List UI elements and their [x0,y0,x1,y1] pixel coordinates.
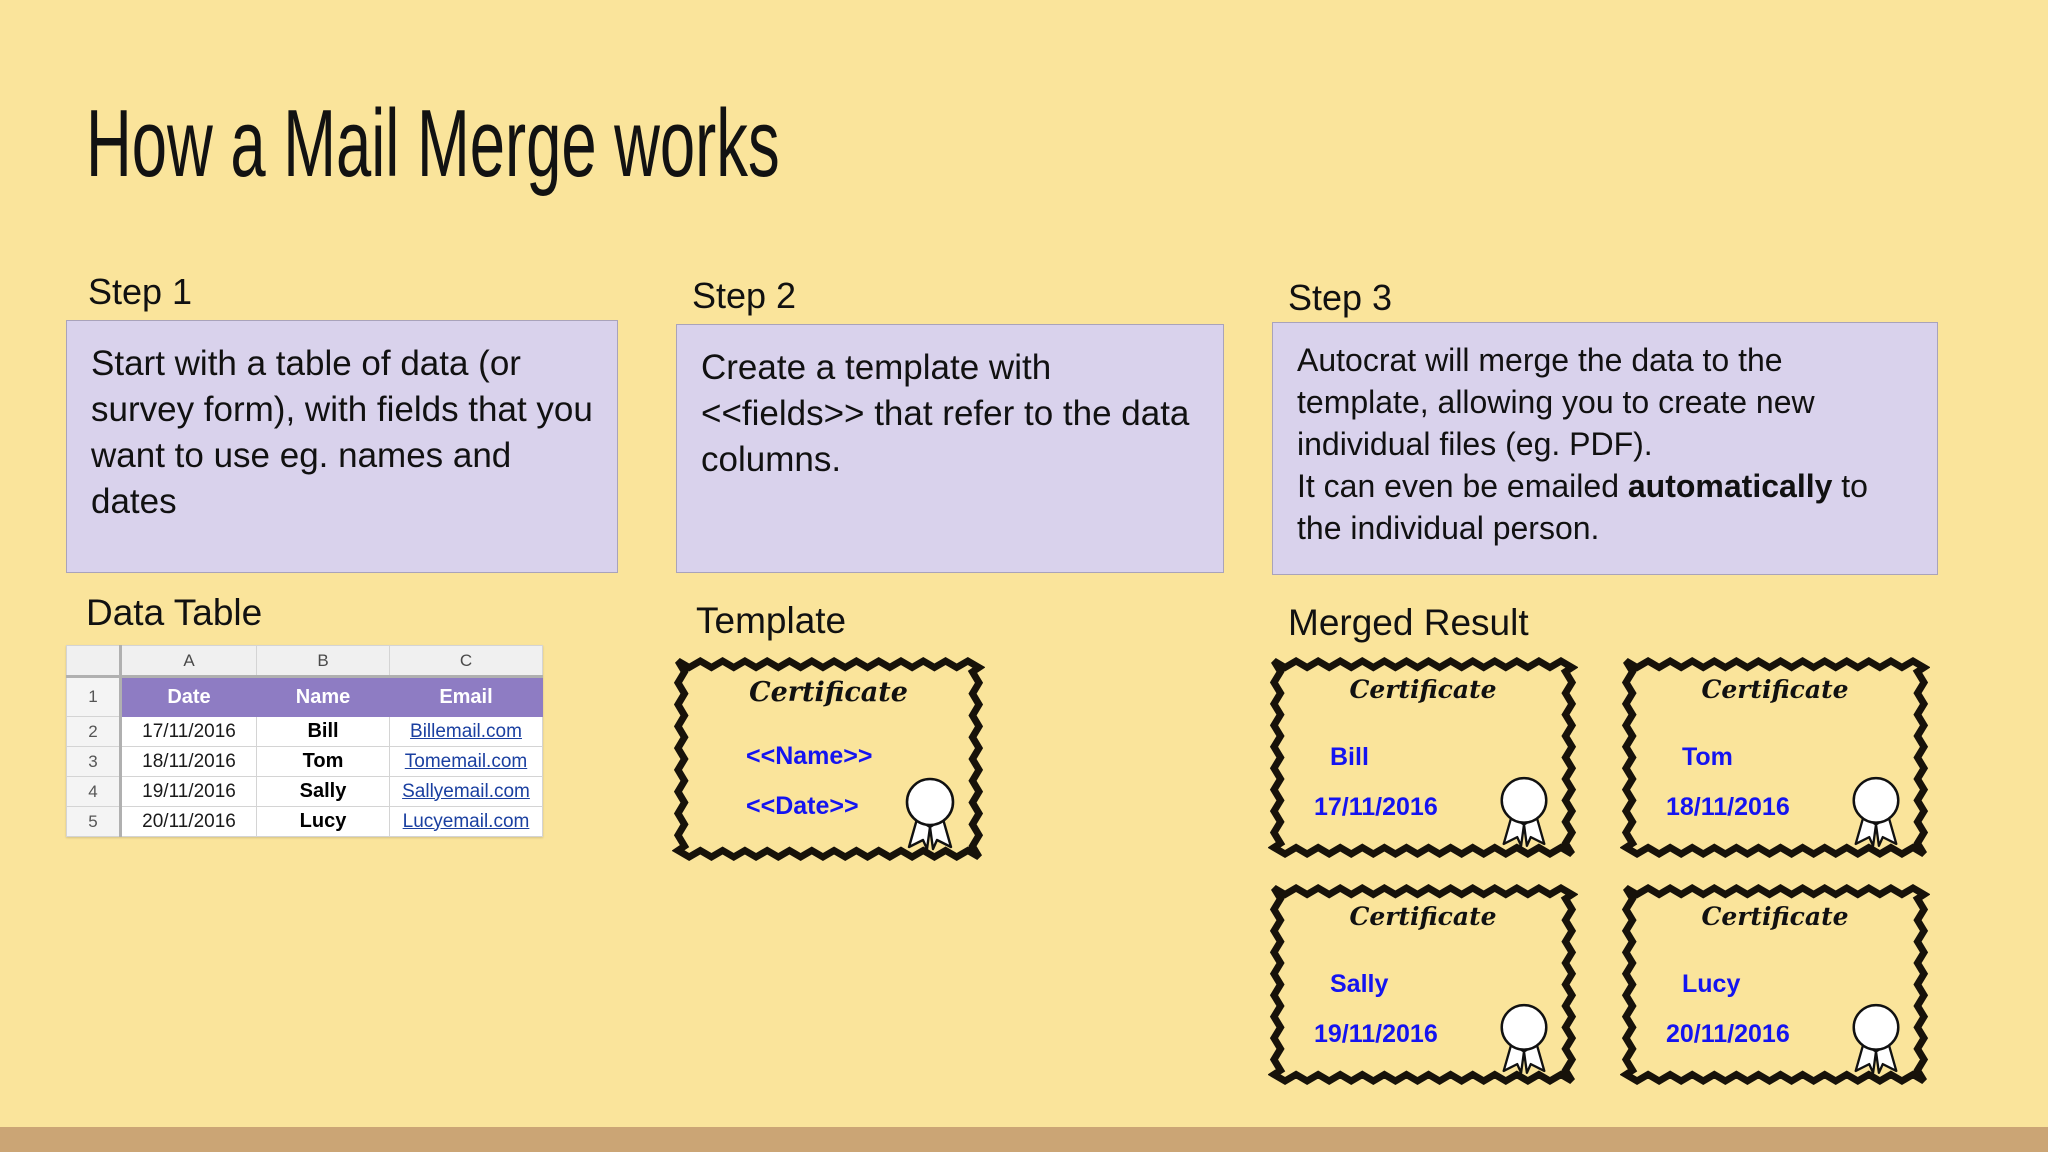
merged-certificate-bill[interactable]: Certificate Bill 17/11/2016 [1268,655,1578,860]
merged-certificate-lucy[interactable]: Certificate Lucy 20/11/2016 [1620,882,1930,1087]
cell-date[interactable]: 19/11/2016 [120,776,257,807]
table-column-header-row: A B C [66,645,543,678]
certificate-date-field: 20/11/2016 [1666,1020,1790,1048]
table-row: 2 17/11/2016 Bill Billemail.com [66,716,543,747]
header-cell-name[interactable]: Name [256,676,390,717]
row-header-5[interactable]: 5 [66,806,122,837]
data-table-label: Data Table [86,592,263,633]
cell-email[interactable]: Sallyemail.com [389,776,543,807]
certificate-name-field: <<Name>> [746,742,873,770]
certificate-title: Certificate [1701,675,1849,704]
certificate-date-field: <<Date>> [746,792,859,820]
row-header-1[interactable]: 1 [66,676,122,717]
award-rosette-icon [1500,776,1548,847]
cell-email[interactable]: Tomemail.com [389,746,543,777]
certificate-name-field: Tom [1682,743,1733,771]
certificate-zigzag-border-icon [1620,656,1930,859]
step-3-line-2a: It can even be emailed [1297,468,1628,504]
step-3-emphasis: automatically [1627,468,1833,504]
header-cell-email[interactable]: Email [389,676,543,717]
certificate-zigzag-border-icon [1268,656,1578,859]
footer-bar [0,1127,2048,1152]
cell-date[interactable]: 17/11/2016 [120,716,257,747]
table-row: 4 19/11/2016 Sally Sallyemail.com [66,776,543,807]
step-2-description-box: Create a template with <<fields>> that r… [676,324,1224,573]
certificate-date-field: 19/11/2016 [1314,1020,1438,1048]
certificate-title: Certificate [1349,902,1497,931]
step-3-label: Step 3 [1288,277,1393,318]
certificate-name-field: Bill [1330,743,1369,771]
cell-name[interactable]: Sally [256,776,390,807]
award-rosette-icon [1852,1003,1900,1074]
column-header-c[interactable]: C [389,645,543,678]
cell-email[interactable]: Lucyemail.com [389,806,543,837]
table-row: 1 Date Name Email [66,676,543,717]
award-rosette-icon [1852,776,1900,847]
certificate-name-field: Lucy [1682,970,1741,998]
certificate-title: Certificate [749,677,908,708]
certificate-date-field: 17/11/2016 [1314,793,1438,821]
cell-name[interactable]: Lucy [256,806,390,837]
cell-name[interactable]: Bill [256,716,390,747]
template-certificate[interactable]: Certificate <<Name>> <<Date>> [672,655,985,863]
template-label: Template [696,600,847,641]
certificate-zigzag-border-icon [1268,883,1578,1086]
table-row: 3 18/11/2016 Tom Tomemail.com [66,746,543,777]
cell-name[interactable]: Tom [256,746,390,777]
table-row: 5 20/11/2016 Lucy Lucyemail.com [66,806,543,837]
page-title: How a Mail Merge works [86,90,780,197]
row-header-2[interactable]: 2 [66,716,122,747]
sheet-corner-cell[interactable] [66,645,122,678]
step-3-description-box: Autocrat will merge the data to the temp… [1272,322,1938,575]
award-rosette-icon [1500,1003,1548,1074]
data-table[interactable]: A B C 1 Date Name Email 2 17/11/2016 Bil… [66,645,543,837]
step-1-description-box: Start with a table of data (or survey fo… [66,320,618,573]
certificate-title: Certificate [1701,902,1849,931]
award-rosette-icon [905,777,955,851]
step-3-line-1: Autocrat will merge the data to the temp… [1297,342,1815,462]
row-header-3[interactable]: 3 [66,746,122,777]
cell-date[interactable]: 18/11/2016 [120,746,257,777]
certificate-date-field: 18/11/2016 [1666,793,1790,821]
certificate-zigzag-border-icon [1620,883,1930,1086]
step-1-label: Step 1 [88,271,193,312]
certificate-name-field: Sally [1330,970,1389,998]
column-header-b[interactable]: B [256,645,390,678]
row-header-4[interactable]: 4 [66,776,122,807]
merged-result-label: Merged Result [1288,602,1529,643]
cell-date[interactable]: 20/11/2016 [120,806,257,837]
step-3-line-2b: to the individual person. [1297,468,1868,546]
column-header-a[interactable]: A [120,645,257,678]
merged-certificate-tom[interactable]: Certificate Tom 18/11/2016 [1620,655,1930,860]
cell-email[interactable]: Billemail.com [389,716,543,747]
merged-certificate-sally[interactable]: Certificate Sally 19/11/2016 [1268,882,1578,1087]
step-2-label: Step 2 [692,275,797,316]
header-cell-date[interactable]: Date [120,676,257,717]
certificate-zigzag-border-icon [672,656,985,862]
certificate-title: Certificate [1349,675,1497,704]
